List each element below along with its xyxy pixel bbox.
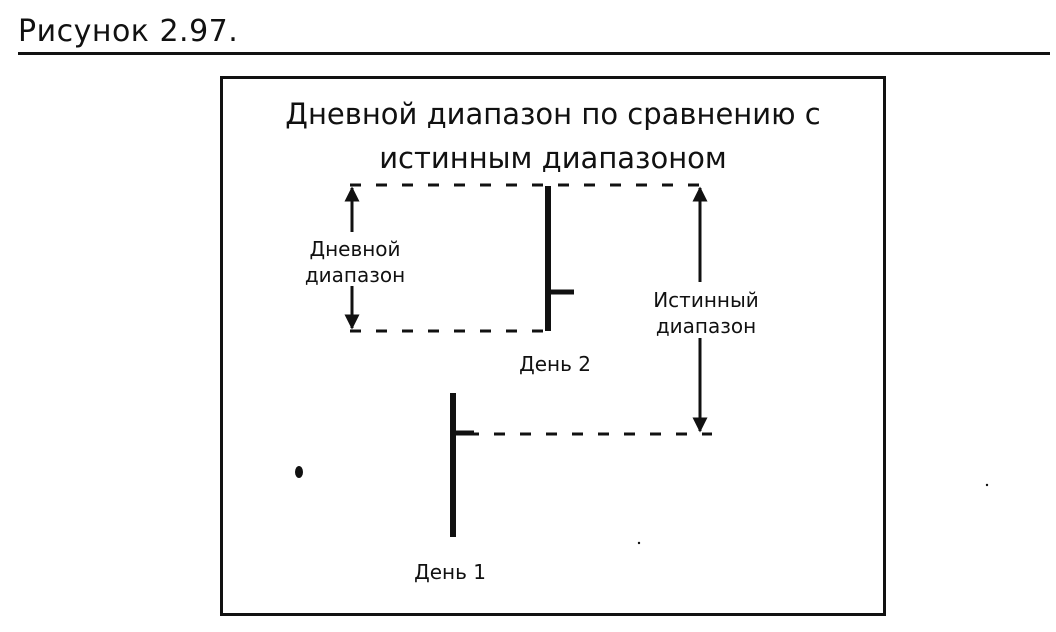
caption-divider xyxy=(18,52,1050,55)
daily-range-label: Дневной диапазон xyxy=(285,236,425,288)
day1-label: День 1 xyxy=(414,560,486,584)
ink-speck xyxy=(295,466,303,478)
diagram-title: Дневной диапазон по сравнению с истинным… xyxy=(223,92,883,180)
true-range-label-line-2: диапазон xyxy=(655,314,757,338)
ink-speck xyxy=(637,541,641,545)
true-range-label: Истинный диапазон xyxy=(636,287,776,339)
daily-range-label-line-2: диапазон xyxy=(304,263,406,287)
ink-speck xyxy=(985,483,989,487)
diagram-frame xyxy=(220,76,886,616)
day2-label: День 2 xyxy=(519,352,591,376)
true-range-label-line-1: Истинный xyxy=(653,288,759,312)
diagram-title-line-1: Дневной диапазон по сравнению с xyxy=(285,97,821,131)
figure-caption: Рисунок 2.97. xyxy=(18,14,239,49)
daily-range-label-line-1: Дневной xyxy=(309,237,401,261)
diagram-title-line-2: истинным диапазоном xyxy=(379,141,727,175)
